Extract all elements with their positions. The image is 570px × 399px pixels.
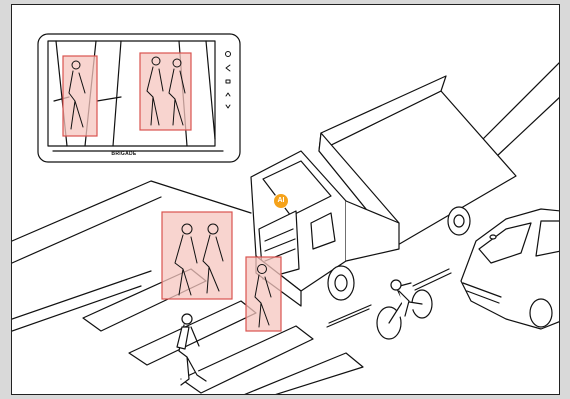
- car: [460, 208, 559, 330]
- monitor-brand-label: BRIGADE: [111, 151, 137, 157]
- power-icon: [225, 51, 231, 57]
- street-person-pair: [174, 223, 224, 296]
- sidewalk-curb: [12, 196, 162, 264]
- back-icon: [225, 64, 231, 72]
- down-icon: [225, 104, 231, 109]
- screen-person-left: [68, 60, 86, 130]
- cyclist: [376, 279, 433, 340]
- detection-boxes: [62, 52, 282, 332]
- illustration-panel: BRIGADE AI: [11, 4, 560, 395]
- ai-badge: AI: [273, 193, 289, 209]
- far-road-edge: [470, 62, 559, 152]
- detection-box-screen-left: [62, 55, 98, 137]
- screen-person-pair: [146, 56, 186, 126]
- pedestrian: [176, 313, 207, 386]
- up-icon: [225, 92, 231, 97]
- street-person-single: [254, 264, 272, 328]
- menu-icon: [225, 79, 231, 84]
- sidewalk-edge: [12, 180, 252, 242]
- near-road-edge-2: [12, 285, 142, 332]
- detection-box-pair: [161, 211, 233, 300]
- detection-box-single: [245, 256, 282, 332]
- near-road-edge: [12, 270, 152, 320]
- street-scene: [12, 33, 559, 394]
- monitor-buttons: [225, 51, 231, 109]
- detection-box-screen-right: [139, 52, 192, 131]
- truck: [250, 75, 517, 307]
